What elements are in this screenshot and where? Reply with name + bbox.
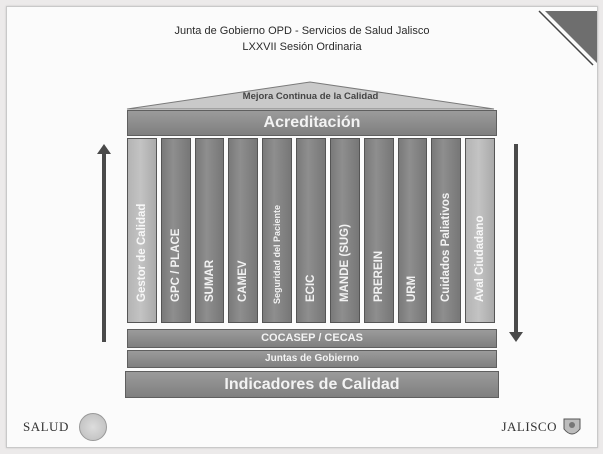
indicadores-band: Indicadores de Calidad	[125, 371, 499, 398]
pillar-label: Cuidados Paliativos	[440, 192, 453, 302]
roof: Mejora Continua de la Calidad	[125, 80, 496, 110]
roof-label: Mejora Continua de la Calidad	[242, 91, 379, 102]
pillar-label: GPC / PLACE	[169, 228, 182, 302]
pillar: Gestor de Calidad	[127, 138, 157, 323]
pillar-label: CAMEV	[237, 260, 250, 302]
salud-logo-text: SALUD	[23, 419, 69, 434]
slide: Junta de Gobierno OPD - Servicios de Sal…	[6, 6, 598, 448]
corner-triangle-icon	[538, 10, 597, 66]
pillar: GPC / PLACE	[160, 138, 191, 323]
pillar-label: SUMAR	[203, 259, 216, 302]
slide-subtitle: LXXVII Sesión Ordinaria	[242, 41, 362, 53]
pillar-label: Gestor de Calidad	[135, 203, 148, 302]
slide-title: Junta de Gobierno OPD - Servicios de Sal…	[174, 25, 430, 37]
pillar: Aval Ciudadano	[465, 138, 495, 323]
jalisco-logo-text: JALISCO	[501, 419, 557, 434]
arrow-up-icon	[97, 144, 111, 342]
pillar: Seguridad del Paciente	[262, 138, 293, 323]
arrow-down-icon	[509, 144, 523, 342]
pillar: Cuidados Paliativos	[431, 138, 462, 323]
pillar: MANDE (SUG)	[329, 138, 360, 323]
pillar-label: Aval Ciudadano	[474, 215, 487, 302]
pillar: ECIC	[296, 138, 326, 323]
pillar-label: Seguridad del Paciente	[272, 204, 283, 304]
jalisco-logo: JALISCO	[501, 415, 583, 439]
pillar: URM	[397, 138, 428, 323]
pillar-label: ECIC	[304, 274, 317, 302]
pillar-label: MANDE (SUG)	[338, 224, 351, 302]
juntas-band: Juntas de Gobierno	[127, 350, 497, 368]
acreditacion-band: Acreditación	[127, 110, 497, 136]
pillar-label: PREREIN	[372, 250, 385, 302]
jalisco-crest-icon	[563, 418, 581, 435]
pillar: CAMEV	[228, 138, 259, 323]
pillar: PREREIN	[363, 138, 394, 323]
pillars: Gestor de Calidad GPC / PLACE SUMAR CAME…	[127, 138, 495, 323]
pillar: SUMAR	[194, 138, 225, 323]
salud-logo: SALUD	[23, 412, 107, 442]
national-seal-icon	[78, 413, 107, 441]
cocasep-band: COCASEP / CECAS	[127, 329, 497, 348]
pillar-label: URM	[406, 275, 419, 302]
